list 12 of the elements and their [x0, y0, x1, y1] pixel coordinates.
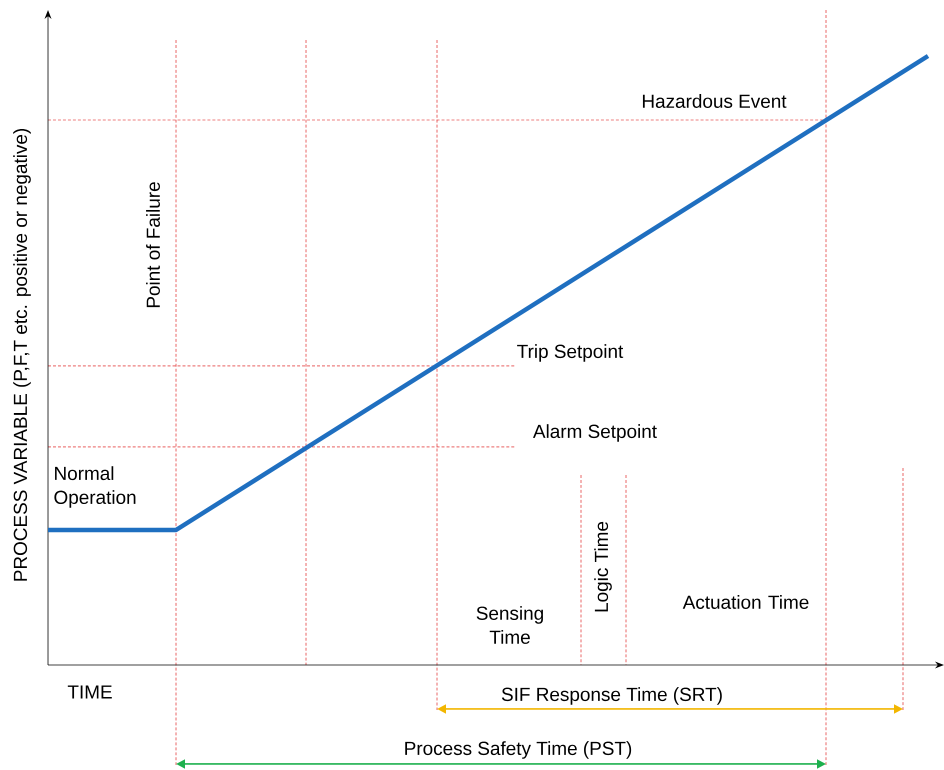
- interval-label: Sensing Time: [476, 606, 543, 644]
- axis-label: PROCESS VARIABLE (P,F,T etc. positive or negative): [13, 128, 31, 581]
- annotation-label: Alarm Setpoint: [532, 424, 657, 442]
- dimension-label: SIF Response Time (SRT): [502, 687, 722, 705]
- interval-label: Logic Time: [594, 522, 612, 612]
- annotation-label: Trip Setpoint: [517, 344, 624, 362]
- annotation-label: Hazardous Event: [642, 94, 786, 108]
- axis-label: TIME: [68, 685, 112, 698]
- annotation-label: Normal Operation: [54, 466, 136, 508]
- dimension-label: Process Safety Time (PST): [405, 741, 632, 759]
- interval-label: Actuation Time: [682, 595, 808, 609]
- annotation-label: Point of Failure: [146, 182, 160, 308]
